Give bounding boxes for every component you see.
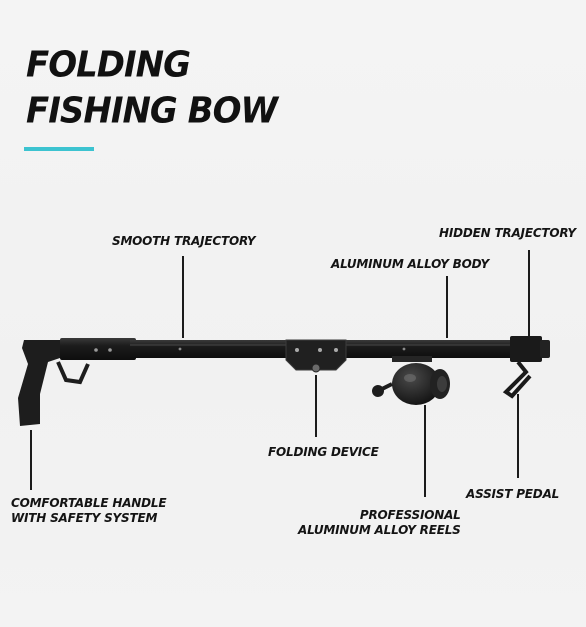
label-reels: PROFESSIONAL ALUMINUM ALLOY REELS (298, 508, 461, 538)
label-smooth-trajectory: SMOOTH TRAJECTORY (112, 234, 256, 248)
label-reels-line-1: PROFESSIONAL (359, 508, 461, 522)
label-hidden-trajectory: HIDDEN TRAJECTORY (439, 226, 576, 240)
leader-smooth-trajectory (182, 256, 184, 338)
label-handle-line-2: WITH SAFETY SYSTEM (11, 511, 158, 525)
title-accent-bar (24, 147, 94, 151)
assist-pedal (502, 360, 532, 399)
handle-trigger-guard (56, 361, 90, 385)
title-line-1: FOLDING (26, 43, 191, 86)
handle-mount (60, 338, 136, 360)
label-aluminum-alloy-body: ALUMINUM ALLOY BODY (331, 257, 489, 271)
label-reels-line-2: ALUMINUM ALLOY REELS (298, 523, 461, 537)
label-assist-pedal: ASSIST PEDAL (466, 487, 560, 501)
leader-hidden-trajectory (528, 250, 530, 336)
leader-assist-pedal (517, 394, 519, 478)
reel-foot (392, 356, 432, 362)
reel-handle-knob (372, 385, 384, 397)
leader-handle (30, 430, 32, 490)
label-folding-device: FOLDING DEVICE (268, 445, 379, 459)
title-line-2: FISHING BOW (26, 90, 278, 133)
label-handle: COMFORTABLE HANDLE WITH SAFETY SYSTEM (11, 496, 167, 526)
reel-body (392, 363, 440, 405)
folding-device (285, 339, 347, 371)
leader-folding-device (315, 375, 317, 437)
label-handle-line-1: COMFORTABLE HANDLE (11, 496, 167, 510)
handle-grip (18, 340, 120, 426)
front-end-cap (510, 336, 542, 362)
page-title: FOLDING FISHING BOW (26, 42, 278, 134)
leader-reels (424, 405, 426, 497)
leader-aluminum-alloy-body (446, 276, 448, 338)
